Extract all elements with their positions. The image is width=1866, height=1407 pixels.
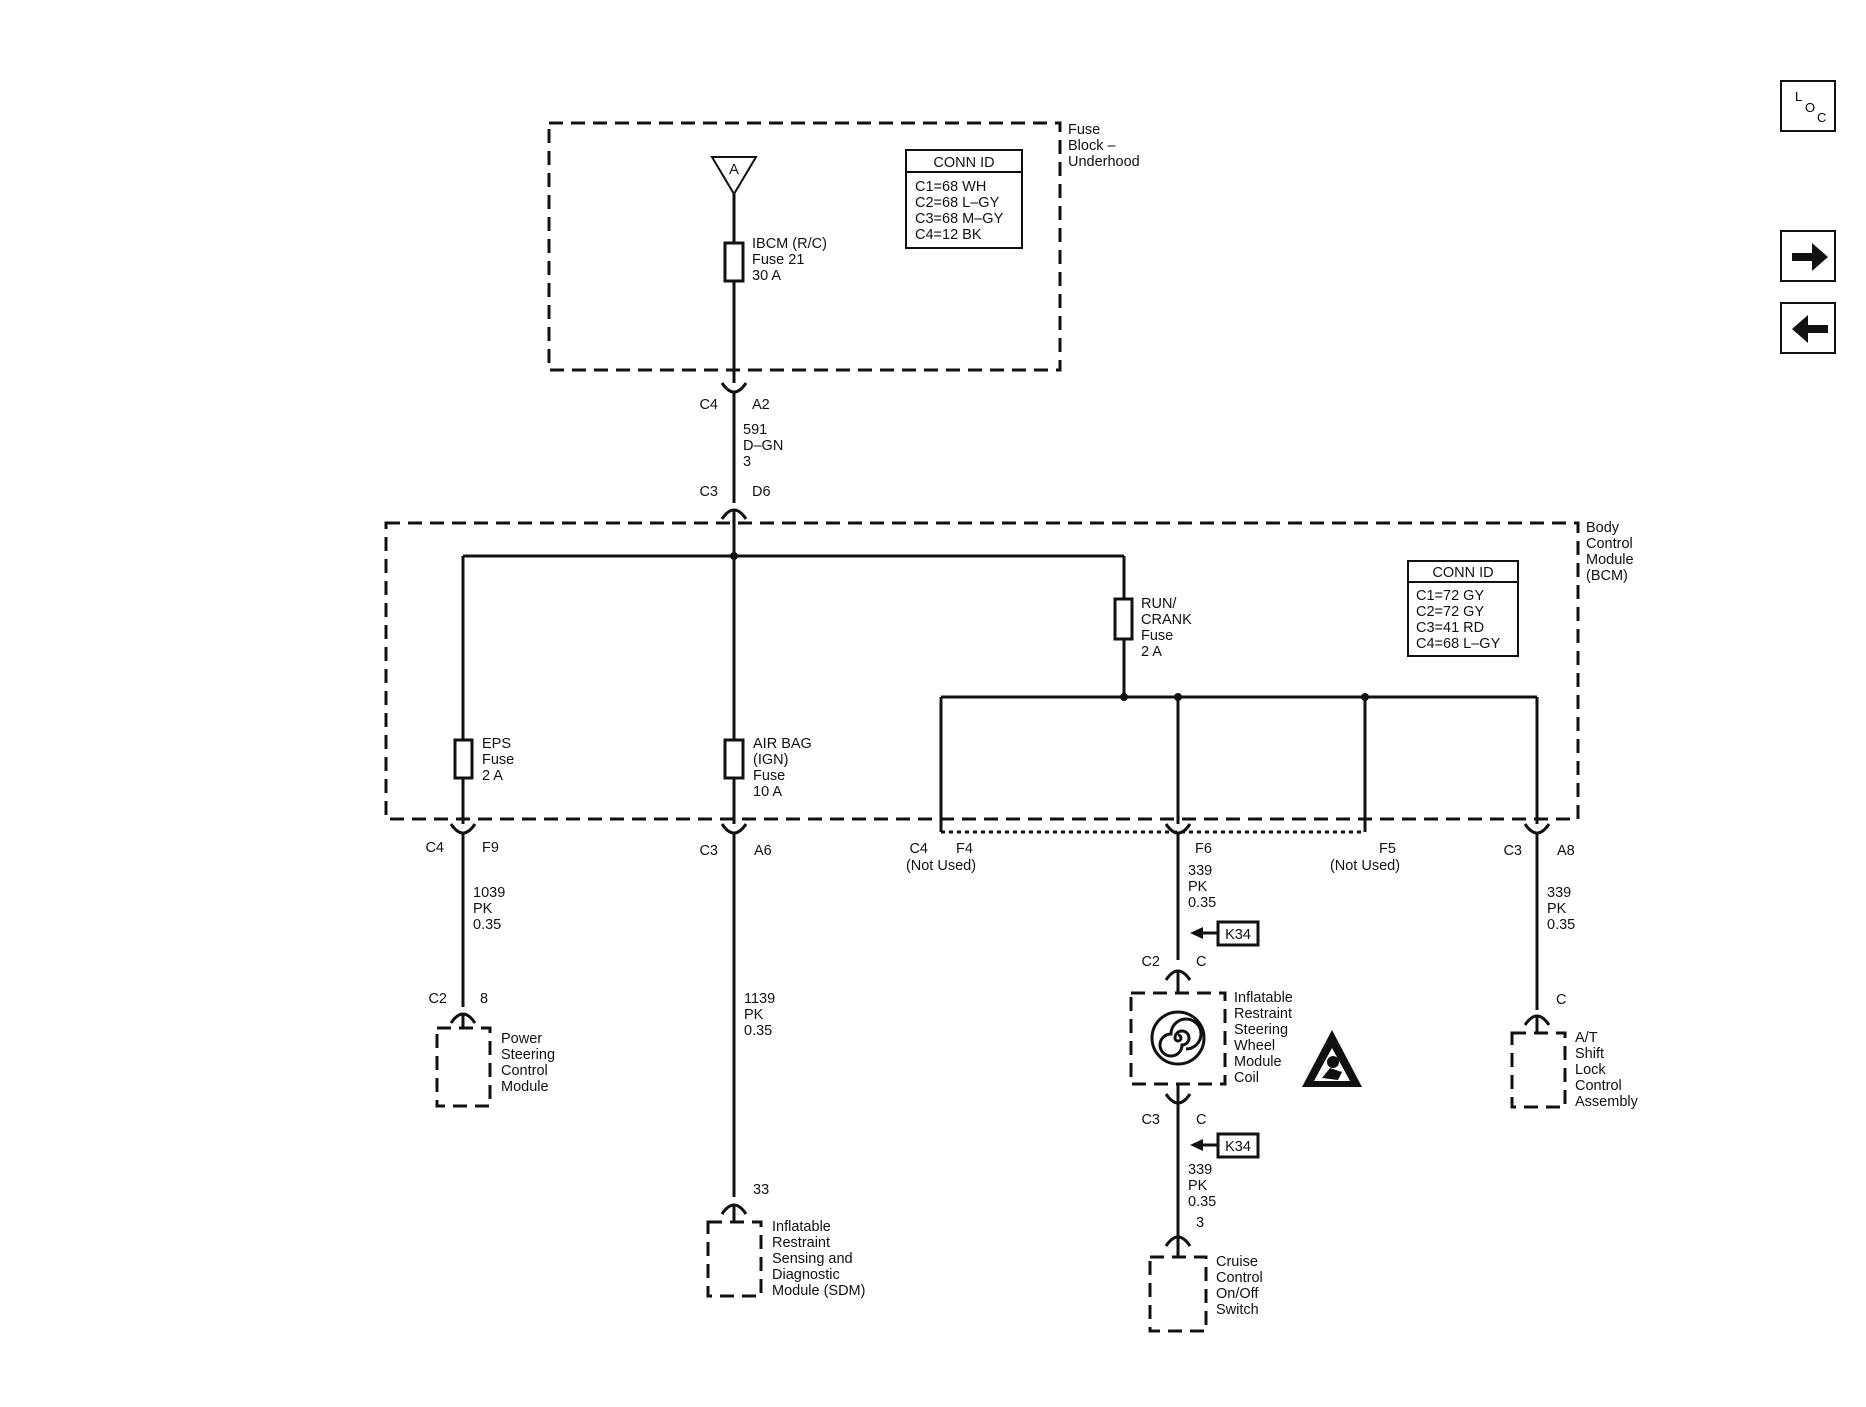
splice-dot (1120, 693, 1128, 701)
clockspring-coil-icon (1150, 1010, 1206, 1066)
conn-id-row: C2=72 GY (1416, 604, 1484, 620)
connector-c3-a6-icon (720, 823, 748, 835)
connector-c4-a2-icon (720, 382, 748, 394)
pin-label: F4 (956, 841, 973, 857)
connector-c4-f9-icon (449, 823, 477, 835)
pin-label: F9 (482, 840, 499, 856)
pin-label: F6 (1195, 841, 1212, 857)
connector-label: C3 (699, 843, 718, 859)
fuse-block-title: Fuse Block – Underhood (1068, 122, 1140, 170)
eps-wire-label: 1039 PK 0.35 (473, 885, 509, 933)
previous-page-button[interactable] (1780, 302, 1836, 354)
connector-f6-icon (1164, 823, 1192, 835)
not-used-note: (Not Used) (1330, 858, 1400, 874)
eps-fuse-icon (453, 738, 474, 780)
airbag-wire-label: 1139 PK 0.35 (744, 991, 779, 1039)
pin-label: C (1556, 992, 1566, 1008)
pin-label: C (1196, 1112, 1206, 1128)
locator-letter: C (1817, 110, 1826, 125)
locator-button[interactable]: L O C (1780, 80, 1836, 132)
connector-label: C4 (425, 840, 444, 856)
pin-label: 3 (1196, 1215, 1204, 1231)
connector-label: C4 (909, 841, 928, 857)
sdm-label: Inflatable Restraint Sensing and Diagnos… (772, 1219, 865, 1299)
conn-id-row: C2=68 L–GY (915, 195, 1000, 211)
connector-label: C4 (699, 397, 718, 413)
option-label: K34 (1225, 927, 1251, 943)
option-label: K34 (1225, 1139, 1251, 1155)
conn-id-row: C1=72 GY (1416, 588, 1484, 604)
connector-label: C3 (1503, 843, 1522, 859)
conn-id-row: C1=68 WH (915, 179, 986, 195)
ibcm-fuse-label: IBCM (R/C) Fuse 21 30 A (752, 236, 831, 284)
next-page-button[interactable] (1780, 230, 1836, 282)
k34-option-marker: K34 (1190, 920, 1260, 947)
conn-id-row: C4=12 BK (915, 227, 982, 243)
f6-wire2-label: 339 PK 0.35 (1188, 1162, 1216, 1210)
pin-label: A8 (1557, 843, 1575, 859)
sdm-box (706, 1220, 763, 1298)
cruise-switch-box (1148, 1255, 1208, 1333)
connector-label: C3 (699, 484, 718, 500)
pin-label: D6 (752, 484, 771, 500)
conn-id-row: C3=41 RD (1416, 620, 1484, 636)
connector-label: C2 (428, 991, 447, 1007)
eps-fuse-label: EPS Fuse 2 A (482, 736, 518, 784)
arrow-right-icon (1792, 243, 1828, 271)
conn-id-header: CONN ID (933, 155, 994, 171)
bcm-conn-id-table: CONN ID C1=72 GY C2=72 GY C3=41 RD C4=68… (1407, 560, 1519, 657)
airbag-fuse-label: AIR BAG (IGN) Fuse 10 A (753, 736, 816, 800)
arrow-left-icon (1792, 315, 1828, 343)
bcm-outline (384, 521, 1580, 821)
run-crank-fuse-label: RUN/ CRANK Fuse 2 A (1141, 596, 1196, 660)
pin-label: 8 (480, 991, 488, 1007)
pin-label: 33 (753, 1182, 769, 1198)
pin-label: C (1196, 954, 1206, 970)
locator-letter: L (1795, 89, 1802, 104)
a8-wire-label: 339 PK 0.35 (1547, 885, 1575, 933)
fuse-block-conn-id-table: CONN ID C1=68 WH C2=68 L–GY C3=68 M–GY C… (905, 149, 1023, 249)
conn-id-row: C3=68 M–GY (915, 211, 1004, 227)
k34-option-marker: K34 (1190, 1132, 1260, 1159)
conn-id-row: C4=68 L–GY (1416, 636, 1501, 652)
fuse-block-outline (547, 121, 1062, 372)
f6-wire-label: 339 PK 0.35 (1188, 863, 1216, 911)
not-used-note: (Not Used) (906, 858, 976, 874)
source-label: A (729, 162, 739, 178)
power-steering-module-label: Power Steering Control Module (501, 1031, 559, 1095)
pin-label: F5 (1379, 841, 1396, 857)
clockspring-coil-box (1129, 991, 1227, 1086)
locator-letter: O (1805, 100, 1815, 115)
airbag-fuse-icon (723, 738, 745, 780)
shift-lock-box (1510, 1031, 1567, 1109)
pin-label: A6 (754, 843, 772, 859)
cruise-switch-label: Cruise Control On/Off Switch (1216, 1254, 1267, 1318)
connector-c3-a8-icon (1523, 823, 1551, 835)
airbag-warning-icon (1302, 1030, 1362, 1087)
coil-label: Inflatable Restraint Steering Wheel Modu… (1234, 990, 1297, 1086)
run-crank-fuse-icon (1113, 597, 1134, 641)
power-source-triangle-icon: A (710, 156, 758, 196)
feed-wire-label: 591 D–GN 3 (743, 422, 787, 470)
bcm-title: Body Control Module (BCM) (1586, 520, 1638, 584)
conn-id-header: CONN ID (1432, 565, 1493, 581)
locator-icon: L O C (1795, 89, 1826, 125)
connector-label: C2 (1141, 954, 1160, 970)
pin-label: A2 (752, 397, 770, 413)
ibcm-fuse-icon (723, 241, 745, 283)
power-steering-module-box (435, 1026, 492, 1108)
connector-label: C3 (1141, 1112, 1160, 1128)
shift-lock-label: A/T Shift Lock Control Assembly (1575, 1030, 1639, 1110)
